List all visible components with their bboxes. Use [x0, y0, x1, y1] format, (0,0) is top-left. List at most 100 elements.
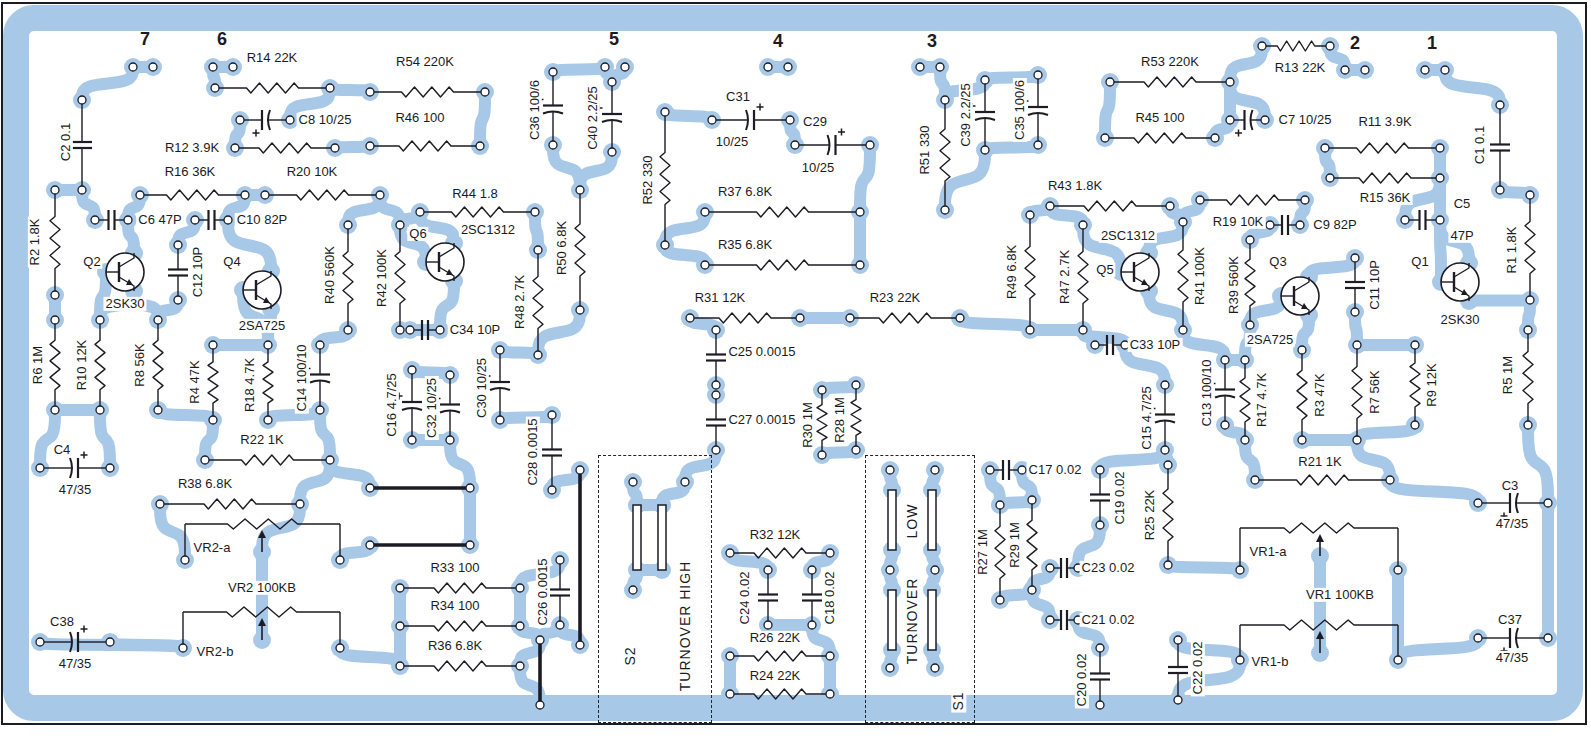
switch-label: LOW	[905, 502, 920, 541]
solder-pad	[629, 478, 637, 486]
capacitor-plate	[1168, 672, 1188, 674]
capacitor-plate	[402, 401, 422, 403]
solder-pad	[209, 63, 217, 71]
resistor-symbol	[215, 83, 330, 93]
transistor-body	[1441, 263, 1479, 301]
resistor-symbol	[370, 87, 485, 97]
capacitor-plate	[440, 411, 460, 413]
jumper-wire	[538, 640, 542, 705]
capacitor-label: C21 0.02	[1080, 613, 1137, 627]
copper-land	[931, 58, 949, 76]
resistor-label: R3 47K	[1313, 371, 1327, 418]
resistor-label: R29 1M	[1008, 520, 1022, 570]
copper-land	[144, 58, 162, 76]
capacitor-plate	[1215, 388, 1235, 390]
resistor-symbol	[1105, 133, 1215, 143]
solder-pad	[534, 351, 542, 359]
capacitor-label: C17 0.02	[1027, 463, 1084, 477]
solder-pad	[1174, 696, 1182, 704]
capacitor-lead	[1478, 637, 1510, 638]
solder-pad	[661, 241, 669, 249]
resistor-symbol	[533, 250, 543, 355]
capacitor-label: C33 10P	[1128, 338, 1183, 352]
solder-pad	[1179, 326, 1187, 334]
solder-pad	[996, 501, 1004, 509]
transistor-label: Q6	[407, 227, 428, 241]
switch-outline: LOWTURNOVERS1	[865, 455, 975, 723]
capacitor-lead	[551, 415, 552, 450]
capacitor-plate	[706, 353, 726, 355]
switch-outline: S2TURNOVER HIGH	[598, 455, 712, 723]
solder-pad	[1028, 586, 1036, 594]
resistor-symbol	[1078, 225, 1088, 330]
capacitor-plate	[1060, 610, 1062, 630]
transistor-lead	[1454, 263, 1469, 277]
capacitor-plate	[70, 632, 72, 652]
solder-pad	[1034, 71, 1042, 79]
solder-pad	[1236, 566, 1244, 574]
copper-land	[596, 58, 614, 76]
transistor-body	[1281, 277, 1319, 315]
capacitor-symbol	[1490, 105, 1510, 190]
potentiometer-label: VR2 100KB	[226, 581, 298, 595]
capacitor-label: C27 0.0015	[726, 413, 797, 427]
resistor-label: R26 22K	[748, 631, 803, 645]
capacitor-label: C31	[724, 90, 752, 104]
component-value: 47/35	[1494, 651, 1531, 665]
capacitor-label: C39 2.2/25	[959, 81, 973, 149]
solder-pad	[981, 146, 989, 154]
copper-trace	[960, 318, 1030, 330]
solder-pad	[866, 141, 874, 149]
capacitor-label: C11 10P	[1368, 258, 1382, 312]
resistor-symbol	[160, 499, 300, 509]
electrolytic-capacitor-symbol	[40, 452, 110, 479]
capacitor-symbol	[1345, 258, 1365, 312]
solder-pad	[1166, 202, 1174, 210]
electrolytic-capacitor-symbol	[1230, 110, 1265, 137]
resistor-symbol	[1200, 195, 1305, 205]
solder-pad	[1298, 436, 1306, 444]
solder-pad	[1161, 446, 1169, 454]
resistor-symbol	[1330, 173, 1440, 183]
resistor-symbol	[50, 320, 60, 410]
solder-pad	[1079, 326, 1087, 334]
solder-pad	[712, 381, 720, 389]
solder-pad	[1246, 236, 1254, 244]
solder-pad	[1321, 144, 1329, 152]
capacitor-plate	[402, 408, 422, 410]
transistor-label: Q4	[221, 255, 242, 269]
solder-pad	[1353, 341, 1361, 349]
terminal-number: 3	[925, 32, 939, 52]
transistor-arrow	[1461, 289, 1468, 295]
capacitor-plate	[706, 418, 726, 420]
solder-pad	[726, 652, 734, 660]
solder-pad	[1524, 421, 1532, 429]
solder-pad	[791, 141, 799, 149]
capacitor-label: C2 0.1	[59, 121, 73, 163]
solder-pad	[106, 638, 114, 646]
solder-pad	[1018, 466, 1026, 474]
capacitor-plate	[828, 135, 830, 155]
solder-pad	[264, 416, 272, 424]
capacitor-plate	[543, 112, 563, 114]
capacitor-plate	[1243, 110, 1245, 130]
capacitor-label: C19 0.02	[1113, 470, 1127, 527]
solder-pad	[1174, 636, 1182, 644]
solder-pad	[818, 451, 826, 459]
solder-pad	[174, 241, 182, 249]
capacitor-lead	[411, 370, 412, 402]
capacitor-symbol	[168, 245, 188, 300]
solder-pad	[1196, 196, 1204, 204]
terminal-number: 7	[138, 30, 152, 50]
solder-pad	[366, 541, 374, 549]
capacitor-label: C23 0.02	[1080, 561, 1137, 575]
solder-pad	[1079, 221, 1087, 229]
capacitor-plate	[72, 147, 92, 149]
capacitor-plate	[1060, 558, 1062, 578]
resistor-label: R11 3.9K	[1356, 115, 1413, 129]
solder-pad	[1474, 499, 1482, 507]
transistor-lead	[106, 271, 119, 272]
capacitor-plate	[427, 320, 429, 340]
solder-pad	[344, 326, 352, 334]
resistor-symbol	[1255, 475, 1390, 485]
